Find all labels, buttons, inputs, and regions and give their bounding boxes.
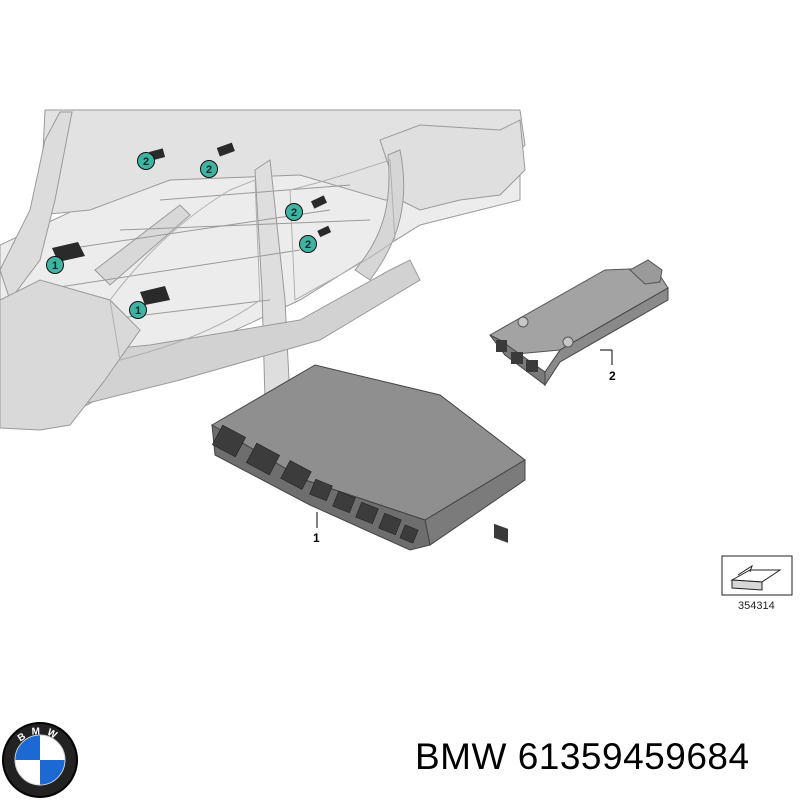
callout-1: 1 <box>313 512 320 545</box>
sensor-pad <box>52 242 85 262</box>
svg-text:2: 2 <box>291 207 297 219</box>
svg-text:2: 2 <box>206 164 212 176</box>
callout-2: 2 <box>600 349 616 383</box>
sensor-pad <box>310 195 328 209</box>
sensor-pad <box>317 225 332 238</box>
badge-2: 2 <box>137 152 155 170</box>
badge-2: 2 <box>200 160 218 178</box>
reference-code: 354314 <box>738 600 775 612</box>
badge-2: 2 <box>299 235 317 253</box>
badge-1: 1 <box>129 301 147 319</box>
badge-1: 1 <box>46 256 64 274</box>
svg-text:1: 1 <box>135 305 141 317</box>
bmw-logo: BMW <box>2 722 78 798</box>
svg-text:1: 1 <box>313 531 320 545</box>
sensor-pads <box>52 142 332 305</box>
sensor-pad <box>216 142 235 157</box>
svg-text:2: 2 <box>305 239 311 251</box>
badge-2: 2 <box>285 203 303 221</box>
svg-text:1: 1 <box>52 260 58 272</box>
sensor-pad <box>140 286 170 305</box>
svg-text:2: 2 <box>143 156 149 168</box>
reference-box: 354314 <box>721 555 793 612</box>
part-number-label: BMW 61359459684 <box>415 736 750 777</box>
car-body-illustration <box>0 109 526 431</box>
svg-text:2: 2 <box>609 369 616 383</box>
module-part-1 <box>211 364 526 551</box>
module-part-2 <box>489 259 669 543</box>
badge-group: 2 2 2 2 1 1 <box>46 152 317 319</box>
